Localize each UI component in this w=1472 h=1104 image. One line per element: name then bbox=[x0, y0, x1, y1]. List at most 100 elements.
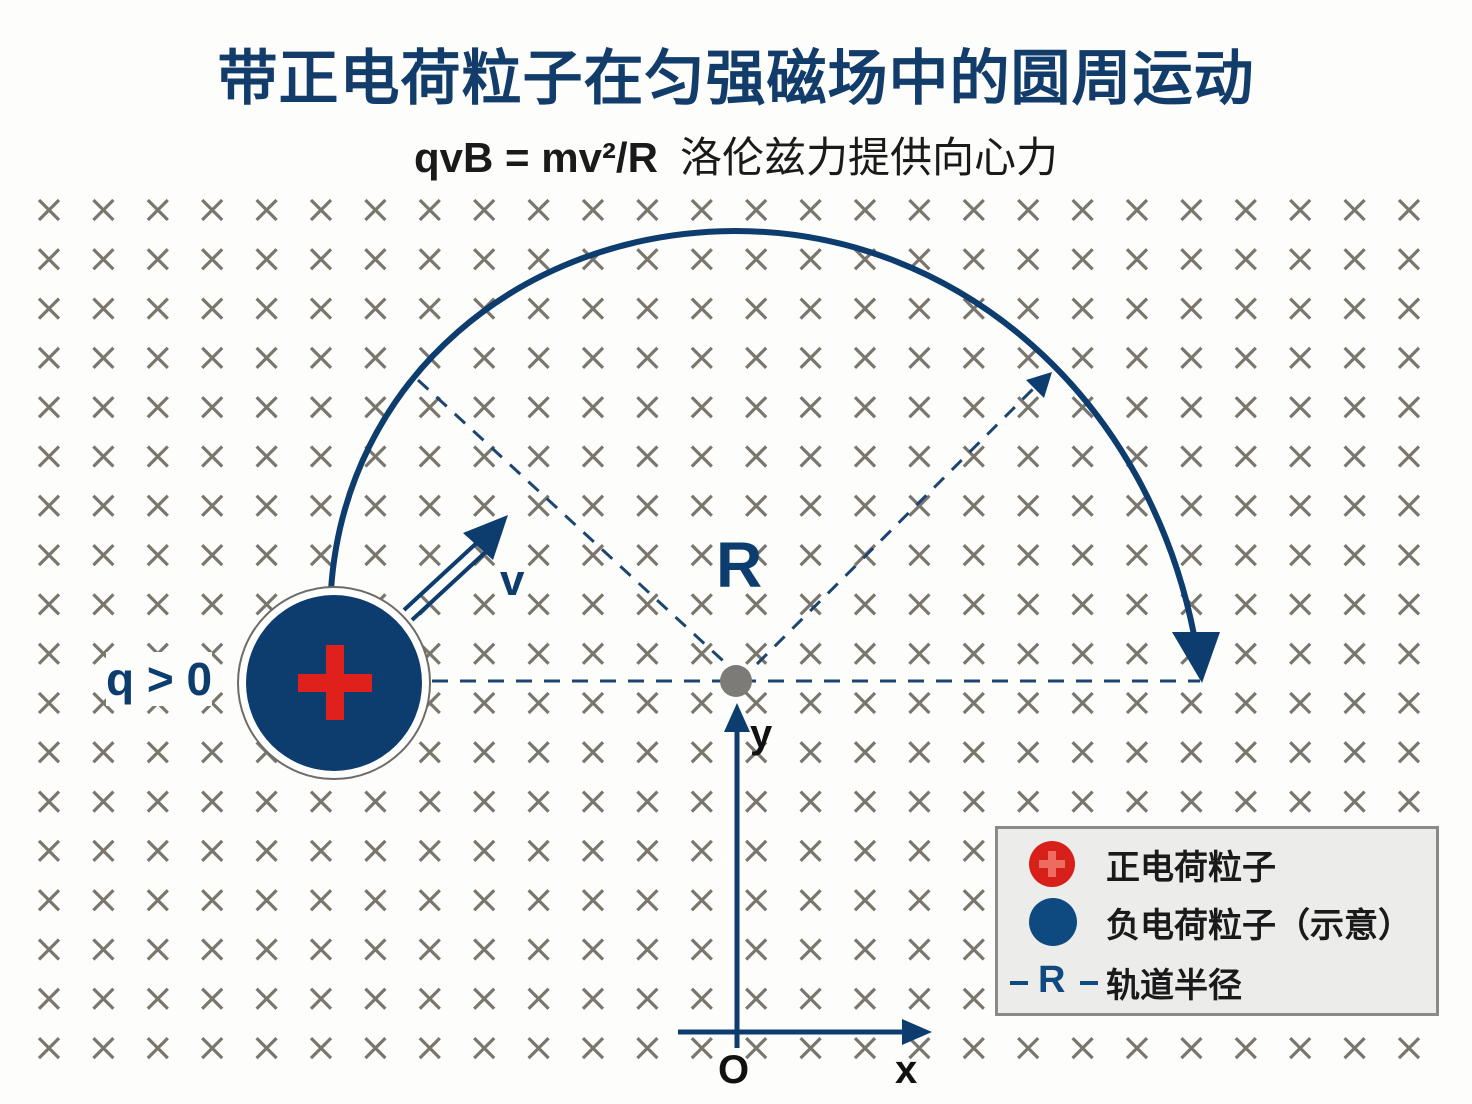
field-x-mark-icon bbox=[92, 938, 115, 961]
field-x-mark-icon bbox=[309, 987, 333, 1010]
field-x-mark-icon bbox=[581, 642, 605, 665]
field-x-mark-icon bbox=[799, 346, 822, 370]
field-x-mark-icon bbox=[962, 543, 985, 567]
field-x-mark-icon bbox=[1397, 346, 1421, 370]
field-x-mark-icon bbox=[1234, 543, 1257, 567]
field-x-mark-icon bbox=[1125, 1036, 1149, 1060]
field-x-mark-icon bbox=[527, 642, 550, 665]
field-x-mark-icon bbox=[527, 445, 550, 468]
field-x-mark-icon bbox=[473, 1036, 496, 1060]
field-x-mark-icon bbox=[146, 198, 169, 222]
field-x-mark-icon bbox=[92, 889, 115, 912]
field-x-mark-icon bbox=[37, 297, 61, 320]
field-x-mark-icon bbox=[1017, 642, 1040, 665]
field-x-mark-icon bbox=[309, 346, 333, 370]
field-x-mark-icon bbox=[853, 987, 877, 1010]
field-x-mark-icon bbox=[853, 346, 877, 370]
field-x-mark-icon bbox=[853, 494, 877, 517]
field-x-mark-icon bbox=[853, 445, 877, 468]
field-x-mark-icon bbox=[1125, 297, 1149, 320]
field-x-mark-icon bbox=[418, 494, 441, 517]
field-x-mark-icon bbox=[581, 346, 605, 370]
field-x-mark-icon bbox=[1289, 494, 1312, 517]
field-x-mark-icon bbox=[92, 987, 115, 1010]
field-x-mark-icon bbox=[1180, 445, 1203, 468]
velocity-arrowhead bbox=[463, 515, 508, 560]
field-x-mark-icon bbox=[962, 198, 985, 222]
field-x-mark-icon bbox=[255, 198, 278, 222]
field-x-mark-icon bbox=[1343, 642, 1366, 665]
field-x-mark-icon bbox=[962, 938, 985, 961]
field-x-mark-icon bbox=[853, 741, 877, 764]
radius-dash-icon bbox=[1010, 981, 1028, 985]
field-x-mark-icon bbox=[1125, 198, 1149, 222]
field-x-mark-icon bbox=[1180, 346, 1203, 370]
field-x-mark-icon bbox=[1343, 297, 1366, 320]
field-x-mark-icon bbox=[146, 889, 169, 912]
negative-charge-icon bbox=[1029, 898, 1077, 946]
field-x-mark-icon bbox=[527, 346, 550, 370]
field-x-mark-icon bbox=[201, 1036, 224, 1060]
field-x-mark-icon bbox=[1289, 691, 1312, 715]
field-x-mark-icon bbox=[1125, 494, 1149, 517]
field-x-mark-icon bbox=[1017, 248, 1040, 271]
field-x-mark-icon bbox=[962, 248, 985, 271]
field-x-mark-icon bbox=[37, 543, 61, 567]
field-x-mark-icon bbox=[146, 346, 169, 370]
field-x-mark-icon bbox=[364, 494, 387, 517]
field-x-mark-icon bbox=[255, 543, 278, 567]
field-x-mark-icon bbox=[636, 198, 659, 222]
field-x-mark-icon bbox=[364, 346, 387, 370]
field-x-mark-icon bbox=[1180, 1036, 1203, 1060]
legend: 正电荷粒子 负电荷粒子（示意） R 轨道半径 bbox=[995, 826, 1439, 1016]
field-x-mark-icon bbox=[636, 593, 659, 616]
field-x-mark-icon bbox=[1289, 642, 1312, 665]
field-x-mark-icon bbox=[690, 691, 713, 715]
x-axis-label: x bbox=[895, 1048, 918, 1092]
field-x-mark-icon bbox=[92, 839, 115, 863]
field-x-mark-icon bbox=[255, 445, 278, 468]
field-x-mark-icon bbox=[1234, 494, 1257, 517]
field-x-mark-icon bbox=[418, 297, 441, 320]
legend-label: 负电荷粒子（示意） bbox=[1106, 905, 1412, 946]
field-x-mark-icon bbox=[908, 642, 931, 665]
field-x-mark-icon bbox=[201, 790, 224, 813]
field-x-mark-icon bbox=[745, 839, 768, 863]
field-x-mark-icon bbox=[473, 987, 496, 1010]
field-x-mark-icon bbox=[92, 543, 115, 567]
velocity-label: v bbox=[500, 556, 525, 605]
field-x-mark-icon bbox=[745, 396, 768, 419]
field-x-mark-icon bbox=[962, 691, 985, 715]
field-x-mark-icon bbox=[201, 543, 224, 567]
field-x-mark-icon bbox=[37, 1036, 61, 1060]
field-x-mark-icon bbox=[1017, 691, 1040, 715]
field-x-mark-icon bbox=[1289, 297, 1312, 320]
field-x-mark-icon bbox=[92, 1036, 115, 1060]
field-x-mark-icon bbox=[690, 396, 713, 419]
field-x-mark-icon bbox=[799, 889, 822, 912]
field-x-mark-icon bbox=[255, 889, 278, 912]
field-x-mark-icon bbox=[1125, 642, 1149, 665]
field-x-mark-icon bbox=[255, 396, 278, 419]
formula-description: 洛伦兹力提供向心力 bbox=[679, 133, 1058, 182]
field-x-mark-icon bbox=[418, 445, 441, 468]
field-x-mark-icon bbox=[1071, 642, 1094, 665]
field-x-mark-icon bbox=[1343, 1036, 1366, 1060]
field-x-mark-icon bbox=[908, 346, 931, 370]
field-x-mark-icon bbox=[309, 938, 333, 961]
field-x-mark-icon bbox=[37, 445, 61, 468]
field-x-mark-icon bbox=[799, 1036, 822, 1060]
field-x-mark-icon bbox=[527, 198, 550, 222]
field-x-mark-icon bbox=[908, 593, 931, 616]
field-x-mark-icon bbox=[92, 248, 115, 271]
field-x-mark-icon bbox=[201, 889, 224, 912]
field-x-mark-icon bbox=[636, 889, 659, 912]
field-x-mark-icon bbox=[364, 297, 387, 320]
field-x-mark-icon bbox=[201, 494, 224, 517]
field-x-mark-icon bbox=[1071, 543, 1094, 567]
field-x-mark-icon bbox=[1125, 248, 1149, 271]
field-x-mark-icon bbox=[853, 889, 877, 912]
field-x-mark-icon bbox=[1343, 691, 1366, 715]
field-x-mark-icon bbox=[962, 494, 985, 517]
field-x-mark-icon bbox=[1017, 297, 1040, 320]
